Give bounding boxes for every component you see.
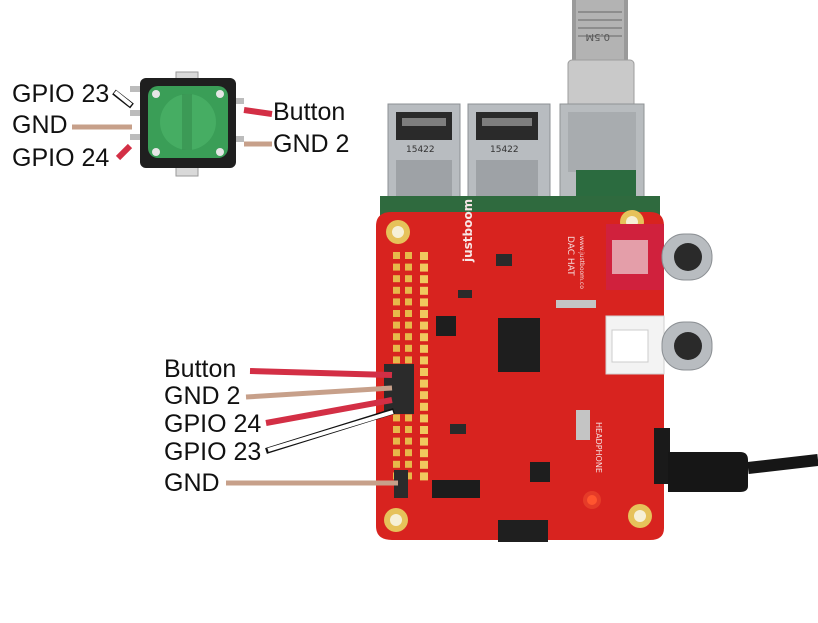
header-label-button: Button (164, 355, 237, 383)
rca-jack-right (606, 224, 713, 290)
gpio-hole (405, 414, 412, 422)
eeprom-chip (436, 316, 456, 336)
gpio-pad (420, 379, 428, 388)
gpio-pad (420, 426, 428, 434)
gpio-hole (405, 275, 412, 283)
gpio-hole (405, 321, 412, 329)
gpio-pad (420, 472, 428, 481)
gpio-pad (420, 368, 428, 376)
header-label-gnd: GND (164, 469, 220, 497)
gpio-hole (405, 449, 412, 457)
gpio-hole (405, 298, 412, 306)
bottom-header (432, 480, 480, 498)
gpio-hole (393, 310, 400, 317)
pi-board-edge (380, 196, 660, 216)
gpio-pad (420, 286, 428, 295)
gpio-hole (405, 437, 412, 445)
brand-logo: justboom (461, 199, 475, 263)
ethernet-cable: 0.5M (567, 0, 635, 111)
gpio-hole (393, 263, 400, 271)
encoder-wires (72, 89, 273, 161)
gpio-hole (393, 333, 400, 341)
gpio-pad (420, 298, 428, 307)
headphone-label: HEADPHONE (594, 422, 603, 473)
gpio-hole (405, 310, 412, 317)
gpio-hole (405, 472, 412, 480)
gpio-pad (420, 449, 428, 458)
headphone-cable (654, 428, 818, 492)
gpio-hole (405, 333, 412, 341)
gpio-hole (393, 286, 400, 294)
gpio-hole (393, 298, 400, 306)
amp-chip (530, 462, 550, 482)
cable-label: 0.5M (585, 31, 610, 42)
gpio-hole (393, 275, 400, 283)
header-label-gpio24: GPIO 24 (164, 410, 262, 438)
product-name: DAC HAT (565, 236, 575, 276)
gpio-pad (420, 414, 428, 423)
gpio-pad (420, 252, 428, 260)
gpio-hole (393, 437, 400, 445)
gpio-hole (405, 286, 412, 294)
gpio-pad (420, 321, 428, 330)
board-url: www.justboom.co (578, 236, 585, 289)
dac-chip (498, 318, 540, 372)
rotary-encoder (130, 71, 244, 177)
gpio-pad (420, 275, 428, 284)
gpio-hole (393, 356, 400, 364)
encoder-label-gpio23: GPIO 23 (12, 80, 110, 108)
power-led (587, 495, 597, 505)
gpio-hole (393, 252, 400, 259)
encoder-label-gnd: GND (12, 111, 68, 139)
dac-hat-board: justboom DAC HAT www.justboom.co HEADPHO… (376, 199, 664, 542)
usb-port-right: 15422 (467, 103, 551, 209)
gpio-hole (405, 252, 412, 259)
encoder-label-button: Button (273, 98, 346, 126)
gpio-pad (420, 356, 428, 365)
gpio-hole (405, 356, 412, 364)
gpio-hole (393, 344, 400, 352)
usb-port-left: 15422 (387, 103, 461, 209)
gpio-hole (405, 426, 412, 433)
gpio-pad (420, 344, 428, 353)
header-label-gpio23: GPIO 23 (164, 438, 262, 466)
gpio-hole (393, 449, 400, 457)
usb-code-left: 15422 (406, 145, 435, 155)
encoder-label-gpio24: GPIO 24 (12, 144, 110, 172)
header-wires (226, 364, 414, 498)
ethernet-port (559, 103, 645, 207)
encoder-label-gnd2: GND 2 (273, 130, 350, 158)
gpio-pad (420, 263, 428, 272)
gpio-hole (393, 321, 400, 329)
rca-jack-left (605, 315, 713, 375)
gpio-pad (420, 310, 428, 318)
gpio-pad (420, 460, 428, 469)
gpio-hole (405, 344, 412, 352)
gpio-pad (420, 391, 428, 400)
gpio-pad (420, 333, 428, 342)
gpio-pad (420, 437, 428, 446)
gpio-pad (420, 402, 428, 411)
gpio-hole (405, 460, 412, 468)
gpio-hole (393, 426, 400, 433)
usb-code-right: 15422 (490, 145, 519, 155)
gpio-hole (393, 414, 400, 422)
gpio-hole (405, 263, 412, 271)
gpio-hole (393, 460, 400, 468)
header-label-gnd2: GND 2 (164, 382, 241, 410)
